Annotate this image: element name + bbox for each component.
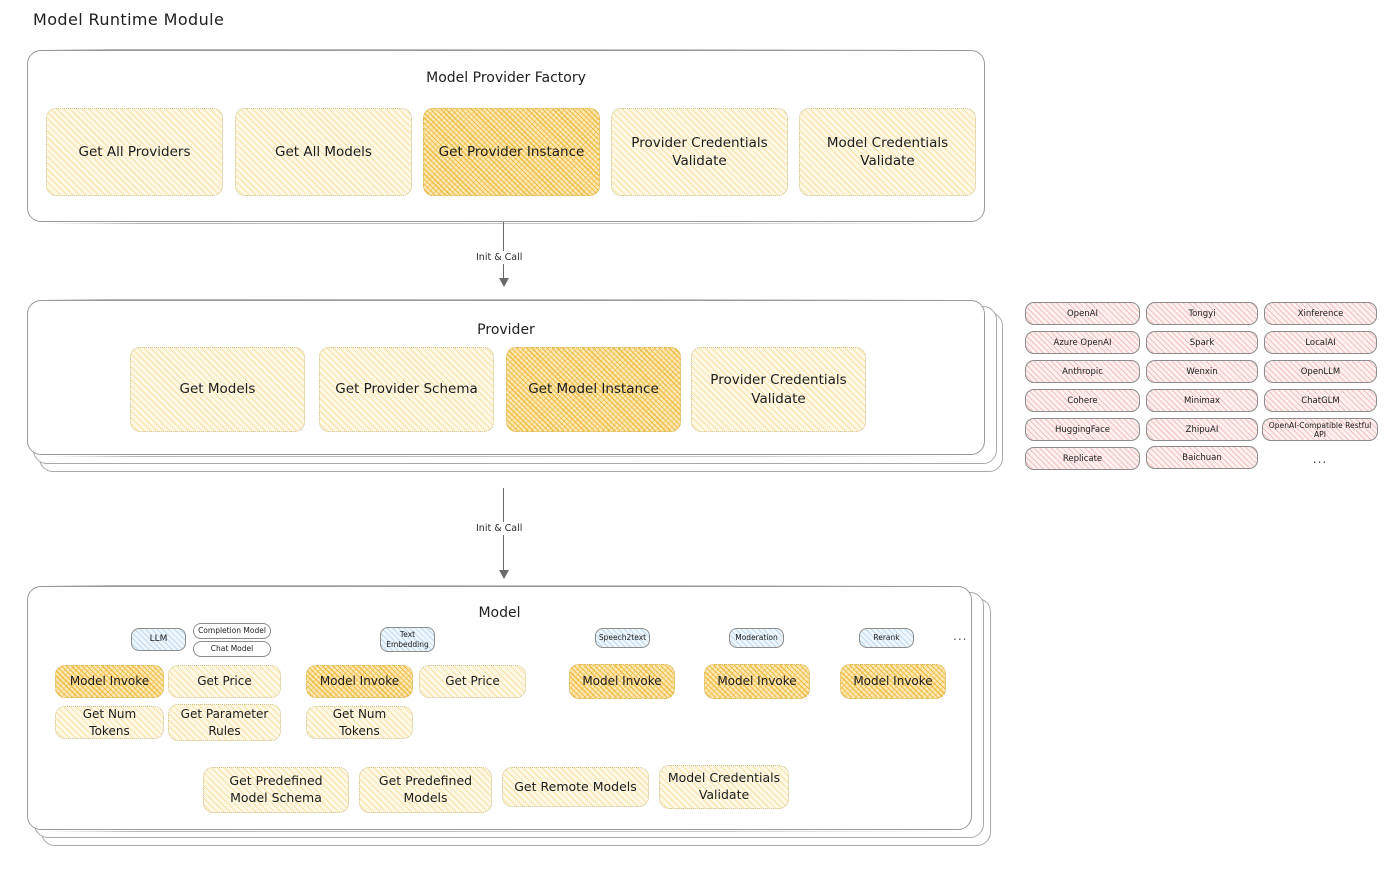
section-provider: Provider Get Models Get Provider Schema …	[27, 298, 985, 457]
node-model-credentials-validate-3[interactable]: Model Credentials Validate	[659, 765, 789, 809]
section-model-provider-factory: Model Provider Factory Get All Providers…	[27, 48, 985, 224]
model-type-badge-moderation[interactable]: Moderation	[729, 628, 784, 648]
node-get-provider-schema[interactable]: Get Provider Schema	[319, 347, 494, 432]
provider-pill-openai-compatible-restful-api[interactable]: OpenAI-Compatible Restful API	[1262, 418, 1378, 441]
arrow-label-init-call-1: Init & Call	[472, 251, 527, 264]
model-type-badge-speech2text[interactable]: Speech2text	[595, 628, 650, 648]
model-subtype-badge-chat-model[interactable]: Chat Model	[193, 641, 271, 657]
node-text-embedding-get-price[interactable]: Get Price	[419, 665, 526, 698]
provider-pill-tongyi[interactable]: Tongyi	[1146, 302, 1258, 325]
node-llm-get-parameter-rules[interactable]: Get Parameter Rules	[168, 704, 281, 741]
arrow-provider-to-model-head	[498, 570, 509, 579]
section-model: Model LLM Completion Model Chat Model Mo…	[27, 584, 972, 832]
node-get-model-instance[interactable]: Get Model Instance	[506, 347, 681, 432]
provider-pill-openllm[interactable]: OpenLLM	[1264, 360, 1377, 383]
provider-pill-anthropic[interactable]: Anthropic	[1025, 360, 1140, 383]
page-title: Model Runtime Module	[33, 10, 225, 29]
node-provider-credentials-validate-2[interactable]: Provider Credentials Validate	[691, 347, 866, 432]
node-get-all-models[interactable]: Get All Models	[235, 108, 412, 196]
model-type-badge-llm[interactable]: LLM	[131, 628, 186, 651]
node-llm-get-price[interactable]: Get Price	[168, 665, 281, 698]
provider-pill-openai[interactable]: OpenAI	[1025, 302, 1140, 325]
node-get-remote-models[interactable]: Get Remote Models	[502, 767, 649, 807]
provider-pill-spark[interactable]: Spark	[1146, 331, 1258, 354]
arrow-label-init-call-2: Init & Call	[472, 522, 527, 535]
node-text-embedding-get-num-tokens[interactable]: Get Num Tokens	[306, 706, 413, 739]
node-get-predefined-model-schema[interactable]: Get Predefined Model Schema	[203, 767, 349, 813]
section-title-factory: Model Provider Factory	[426, 70, 586, 86]
node-get-models[interactable]: Get Models	[130, 347, 305, 432]
provider-pill-zhipuai[interactable]: ZhipuAI	[1146, 418, 1258, 441]
node-get-all-providers[interactable]: Get All Providers	[46, 108, 223, 196]
node-speech2text-model-invoke[interactable]: Model Invoke	[569, 664, 675, 699]
model-subtype-badge-completion-model[interactable]: Completion Model	[193, 623, 271, 639]
section-title-provider: Provider	[477, 322, 535, 338]
node-text-embedding-model-invoke[interactable]: Model Invoke	[306, 665, 413, 698]
model-type-badge-text-embedding[interactable]: Text Embedding	[380, 627, 435, 652]
node-rerank-model-invoke[interactable]: Model Invoke	[840, 664, 946, 699]
provider-pill-xinference[interactable]: Xinference	[1264, 302, 1377, 325]
node-get-provider-instance[interactable]: Get Provider Instance	[423, 108, 600, 196]
model-type-badge-rerank[interactable]: Rerank	[859, 628, 914, 648]
provider-list-ellipsis: ...	[1312, 452, 1328, 466]
provider-pill-replicate[interactable]: Replicate	[1025, 447, 1140, 470]
provider-pill-baichuan[interactable]: Baichuan	[1146, 446, 1258, 469]
provider-pill-localai[interactable]: LocalAI	[1264, 331, 1377, 354]
node-llm-get-num-tokens[interactable]: Get Num Tokens	[55, 706, 164, 739]
model-types-ellipsis: ...	[953, 629, 968, 643]
arrow-factory-to-provider-head	[498, 278, 509, 287]
node-model-credentials-validate[interactable]: Model Credentials Validate	[799, 108, 976, 196]
provider-pill-chatglm[interactable]: ChatGLM	[1264, 389, 1377, 412]
provider-pill-huggingface[interactable]: HuggingFace	[1025, 418, 1140, 441]
provider-pill-azure-openai[interactable]: Azure OpenAI	[1025, 331, 1140, 354]
node-provider-credentials-validate[interactable]: Provider Credentials Validate	[611, 108, 788, 196]
node-llm-model-invoke[interactable]: Model Invoke	[55, 665, 164, 698]
node-moderation-model-invoke[interactable]: Model Invoke	[704, 664, 810, 699]
provider-pill-minimax[interactable]: Minimax	[1146, 389, 1258, 412]
section-title-model: Model	[478, 605, 521, 621]
node-get-predefined-models[interactable]: Get Predefined Models	[359, 767, 492, 813]
provider-pill-wenxin[interactable]: Wenxin	[1146, 360, 1258, 383]
provider-pill-cohere[interactable]: Cohere	[1025, 389, 1140, 412]
